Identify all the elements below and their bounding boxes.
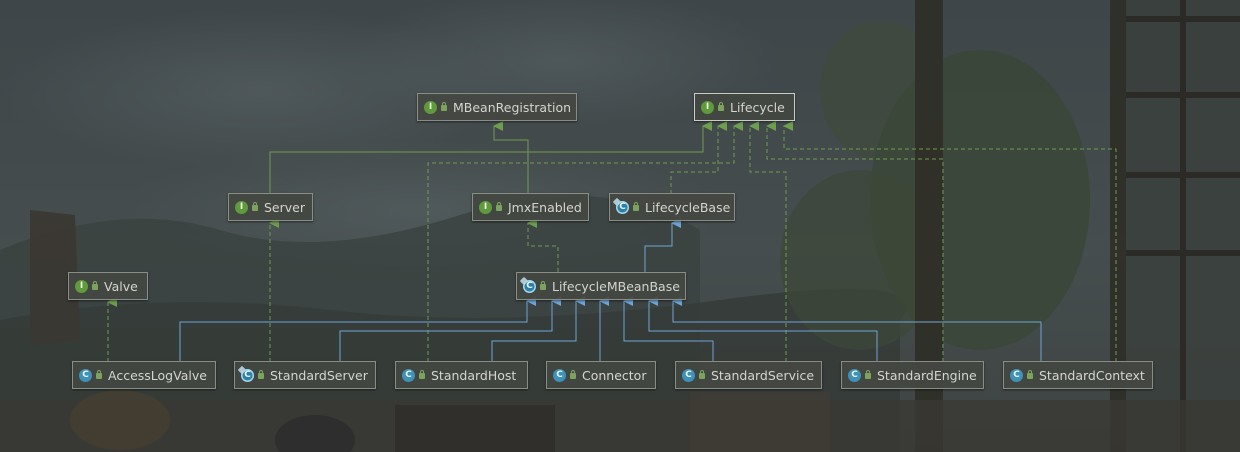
edge-jmxenabled-mbeanregistration [493,121,529,194]
lock-icon [96,370,102,379]
node-label: Valve [104,278,138,294]
lock-icon [699,370,705,379]
node-connector[interactable]: C Connector [546,361,656,389]
node-label: Server [264,199,305,215]
node-standardcontext[interactable]: C StandardContext [1003,361,1153,389]
node-standardengine[interactable]: C StandardEngine [841,361,984,389]
lock-icon [419,370,425,379]
edge-lifecyclebase-lifecycle [670,121,727,194]
class-icon: C [241,368,254,382]
lock-icon [92,281,98,290]
node-lifecycle[interactable]: I Lifecycle [694,93,795,121]
node-label: StandardContext [1039,367,1145,383]
node-label: StandardService [711,367,815,383]
edge-standardcontext-lifecycle [783,121,1117,362]
interface-icon: I [701,100,714,114]
node-label: Lifecycle [730,99,785,115]
edge-lifecyclembeanbase-lifecyclebase [644,218,681,272]
class-icon: C [402,368,415,382]
interface-icon: I [424,100,437,114]
node-label: StandardServer [270,367,368,383]
interface-icon: I [75,279,88,293]
class-icon: C [1010,368,1023,382]
lock-icon [570,370,576,379]
class-icon: C [553,368,566,382]
node-accesslogvalve[interactable]: C AccessLogValve [72,361,216,389]
node-standardservice[interactable]: C StandardService [675,361,822,389]
node-standardserver[interactable]: C StandardServer [234,361,376,389]
lock-icon [633,202,639,211]
node-lifecyclebase[interactable]: C LifecycleBase [609,193,735,221]
edge-lifecyclembeanbase-jmxenabled [527,218,559,272]
lock-icon [1027,370,1033,379]
lock-icon [258,370,264,379]
node-valve[interactable]: I Valve [68,272,148,300]
lock-icon [865,370,871,379]
node-label: StandardEngine [877,367,977,383]
node-standardhost[interactable]: C StandardHost [395,361,528,389]
edge-standardservice-lifecyclembeanbase [623,296,714,362]
edge-standardcontext-lifecyclembeanbase [672,296,1042,362]
abstract-class-icon: C [523,279,536,293]
interface-icon: I [235,200,248,214]
edge-standardengine-lifecycle [766,121,944,362]
edge-accesslogvalve-lifecyclembeanbase [179,296,536,362]
class-icon: C [848,368,861,382]
node-jmxenabled[interactable]: I JmxEnabled [472,193,589,221]
class-icon: C [682,368,695,382]
edge-standardservice-lifecycle [749,121,787,362]
edge-standardserver-lifecyclembeanbase [339,296,561,362]
node-label: LifecycleBase [645,199,731,215]
node-label: AccessLogValve [108,367,207,383]
lock-icon [496,202,502,211]
edge-server-lifecycle [269,121,712,194]
node-label: Connector [582,367,647,383]
lock-icon [441,102,447,111]
node-label: MBeanRegistration [453,99,572,115]
node-label: LifecycleMBeanBase [552,278,680,294]
abstract-class-icon: C [616,200,629,214]
node-server[interactable]: I Server [228,193,313,221]
node-label: JmxEnabled [508,199,582,215]
node-label: StandardHost [431,367,517,383]
lock-icon [540,281,546,290]
lock-icon [252,202,258,211]
edge-standardhost-lifecycle [427,121,743,362]
edge-standardhost-lifecyclembeanbase [491,296,585,362]
interface-icon: I [479,200,492,214]
class-icon: C [79,368,92,382]
node-mbeanregistration[interactable]: I MBeanRegistration [417,93,577,121]
node-lifecyclembeanbase[interactable]: C LifecycleMBeanBase [516,272,686,300]
lock-icon [718,102,724,111]
edge-standardengine-lifecyclembeanbase [648,296,878,362]
